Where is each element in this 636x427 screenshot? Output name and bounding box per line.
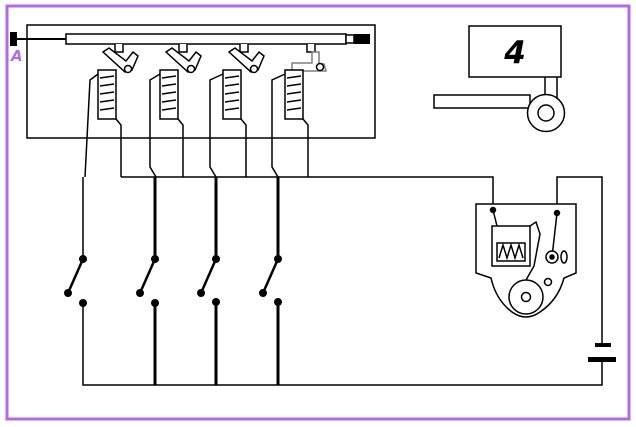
relay-lead-right	[551, 212, 558, 258]
indicator-arm	[433, 94, 531, 109]
switch-4	[259, 255, 282, 306]
relay-lead-left	[492, 209, 498, 227]
wiring	[82, 176, 603, 386]
indicator-wheel-hub	[537, 104, 555, 122]
indicator-label: 4	[503, 35, 526, 71]
relay-contact-dot	[549, 254, 555, 260]
lever-2	[164, 47, 202, 74]
contact-stack-2	[149, 69, 184, 178]
relay-wheel-hub	[520, 291, 532, 303]
lever-4-actuated	[291, 51, 327, 72]
relay-pivot	[543, 277, 553, 287]
slide-rod	[65, 33, 347, 45]
relay-contact-tip	[560, 250, 568, 264]
top-bus	[121, 176, 494, 206]
contact-stack-1	[84, 69, 122, 178]
relay-unit	[475, 203, 577, 318]
switch-3	[197, 255, 220, 306]
contact-stack-3	[209, 69, 247, 178]
lever-1	[101, 47, 139, 74]
switch-2	[136, 255, 159, 307]
indicator-unit: 4	[433, 25, 566, 133]
rod-right-collar	[345, 34, 355, 44]
contact-stack-4	[271, 69, 309, 178]
selector-mechanism: A	[10, 24, 376, 178]
relay-coil-winding	[498, 242, 524, 261]
relay-link	[525, 265, 535, 281]
rod-notches	[114, 44, 316, 53]
rod-notch-3	[239, 44, 249, 53]
mechanism-housing	[26, 24, 376, 139]
rod-left-end	[10, 32, 17, 46]
indicator-box	[468, 25, 562, 78]
bottom-return	[82, 302, 603, 386]
outer-frame	[5, 4, 631, 421]
relay-armature	[529, 220, 541, 267]
rod-notch-1	[114, 44, 124, 53]
battery-plate-long	[588, 357, 616, 362]
rod-end-label: A	[10, 47, 23, 65]
switch-1	[64, 255, 87, 307]
rod-notch-2	[178, 44, 188, 53]
bus-to-battery	[556, 176, 603, 343]
rod-notch-4	[306, 44, 316, 53]
battery-plate-short	[595, 343, 611, 347]
lever-3	[227, 47, 265, 74]
rod-right-end	[354, 34, 370, 44]
battery-icon	[588, 343, 616, 362]
